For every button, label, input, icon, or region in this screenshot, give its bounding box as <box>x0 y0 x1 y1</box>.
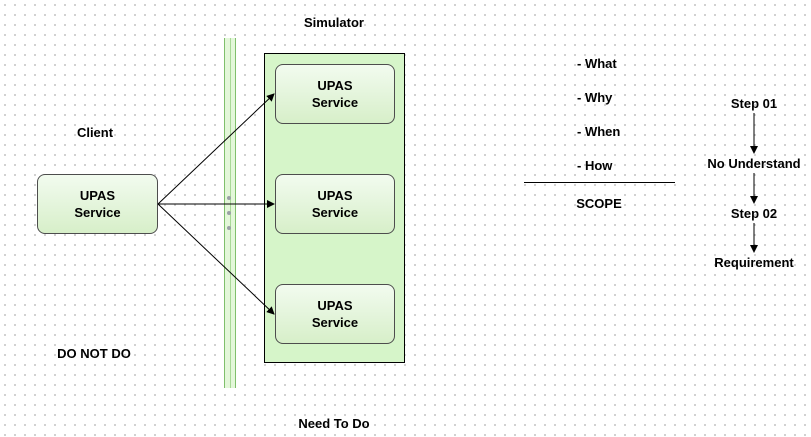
service-line1: UPAS <box>317 298 353 313</box>
scope-divider <box>524 182 675 183</box>
flow-step-3: Step 02 <box>730 206 778 221</box>
service-line2: Service <box>311 205 359 220</box>
scope-item-how: - How <box>577 158 613 173</box>
service-line2: Service <box>311 315 359 330</box>
flow-step-1: Step 01 <box>730 96 778 111</box>
do-not-do-label: DO NOT DO <box>57 346 131 361</box>
client-label: Client <box>76 125 114 140</box>
scope-item-why: - Why <box>577 90 613 105</box>
simulator-service-box-1[interactable]: UPAS Service <box>275 64 395 124</box>
flow-step-2: No Understand <box>707 156 801 171</box>
simulator-title: Simulator <box>304 15 364 30</box>
service-line2: Service <box>311 95 359 110</box>
need-to-do-label: Need To Do <box>298 416 370 431</box>
simulator-service-box-3[interactable]: UPAS Service <box>275 284 395 344</box>
simulator-service-box-2[interactable]: UPAS Service <box>275 174 395 234</box>
lane-dot <box>227 226 231 230</box>
service-line1: UPAS <box>317 78 353 93</box>
service-line1: UPAS <box>79 188 116 203</box>
service-line2: Service <box>74 205 121 220</box>
client-service-box[interactable]: UPAS Service <box>37 174 158 234</box>
connector-arrow-top <box>157 93 275 205</box>
connector-arrow-bottom <box>157 203 275 315</box>
lane-dot <box>227 211 231 215</box>
lane-dot <box>227 196 231 200</box>
flow-step-4: Requirement <box>714 255 794 270</box>
scope-label: SCOPE <box>576 196 622 211</box>
scope-item-when: - When <box>577 124 621 139</box>
scope-item-what: - What <box>577 56 617 71</box>
service-line1: UPAS <box>317 188 353 203</box>
